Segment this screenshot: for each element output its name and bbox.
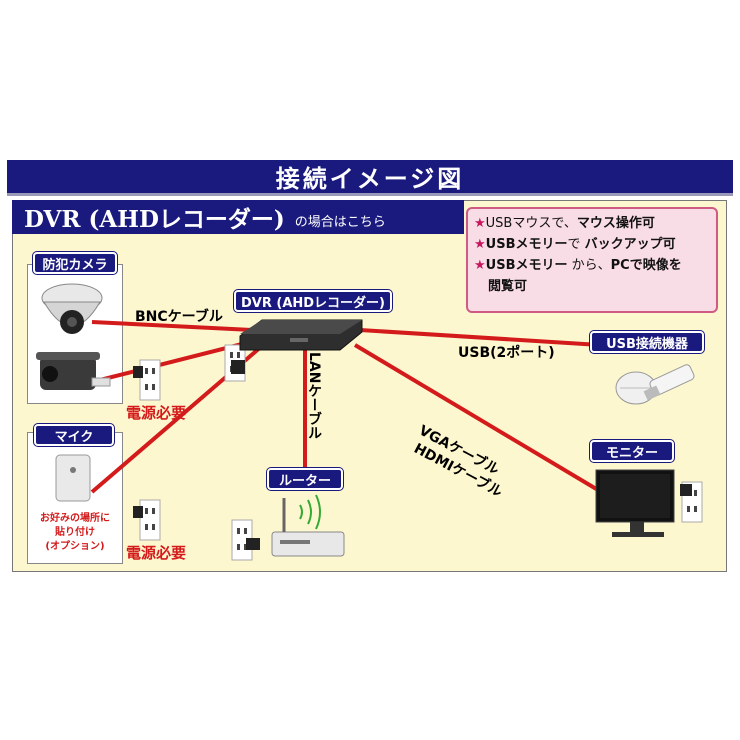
subtitle-main: DVR (AHDレコーダー)	[24, 206, 285, 233]
note-line: 閲覧可	[488, 279, 528, 294]
power-outlet-icon	[133, 359, 161, 401]
lan-cable-label: LANケーブル	[306, 352, 322, 440]
note-text: マウス操作可	[576, 216, 655, 231]
dome-camera-icon	[41, 283, 103, 334]
microphone-icon	[55, 454, 91, 502]
power-required-label: 電源必要	[126, 404, 187, 422]
star-icon: ★	[474, 237, 486, 252]
power-outlet-icon	[133, 499, 161, 541]
usb-device-label: USB接続機器	[589, 330, 705, 354]
monitor-label: モニター	[589, 439, 675, 463]
monitor-icon	[595, 469, 675, 537]
usb-memory-icon	[643, 364, 695, 401]
dvr-recorder-icon	[239, 319, 363, 351]
camera-label: 防犯カメラ	[32, 251, 118, 275]
power-outlet-icon	[224, 344, 246, 382]
note-line: ★USBメモリーで バックアップ可	[474, 234, 710, 255]
dvr-label: DVR (AHDレコーダー)	[233, 289, 393, 313]
camera2-cable-line	[91, 340, 251, 384]
note-text: から、	[567, 258, 611, 273]
usb-cable-line	[359, 328, 601, 347]
note-line: ★USBメモリー から、PCで映像を	[474, 255, 710, 276]
mic-note-line: 貼り付け	[55, 527, 95, 538]
page-title: 接続イメージ図	[7, 160, 733, 196]
router-label: ルーター	[266, 467, 344, 491]
cable-lines	[90, 320, 601, 494]
bnc-cable-line	[91, 320, 253, 332]
power-required-label: 電源必要	[126, 544, 187, 562]
vga-hdmi-cable-line	[353, 343, 600, 492]
note-text: USBメモリー	[485, 258, 568, 273]
note-text: USBマウスで、	[485, 216, 577, 231]
router-icon	[271, 494, 345, 557]
mic-note-line: お好みの場所に	[40, 513, 110, 524]
star-icon: ★	[474, 216, 486, 231]
usb-cable-label: USB(2ポート)	[458, 345, 555, 361]
note-line: ★USBマウスで、マウス操作可	[474, 213, 710, 234]
bullet-camera-icon	[36, 352, 111, 390]
power-outlet-icon	[231, 519, 260, 561]
note-text: バックアップ可	[584, 237, 676, 252]
subtitle-bar: DVR (AHDレコーダー) の場合はこちら	[12, 200, 464, 234]
notes-box: ★USBマウスで、マウス操作可 ★USBメモリーで バックアップ可 ★USBメモ…	[466, 207, 718, 313]
note-text: PCで映像を	[610, 258, 682, 273]
mic-label: マイク	[33, 423, 115, 447]
star-icon: ★	[474, 258, 486, 273]
subtitle-suffix: の場合はこちら	[294, 214, 386, 230]
note-text: で	[567, 237, 585, 252]
note-text: USBメモリー	[485, 237, 568, 252]
power-outlet-icon	[680, 481, 703, 523]
mic-note-line: (オプション)	[45, 541, 105, 552]
mic-note: お好みの場所に 貼り付け (オプション)	[27, 512, 123, 554]
bnc-cable-label: BNCケーブル	[135, 309, 223, 325]
